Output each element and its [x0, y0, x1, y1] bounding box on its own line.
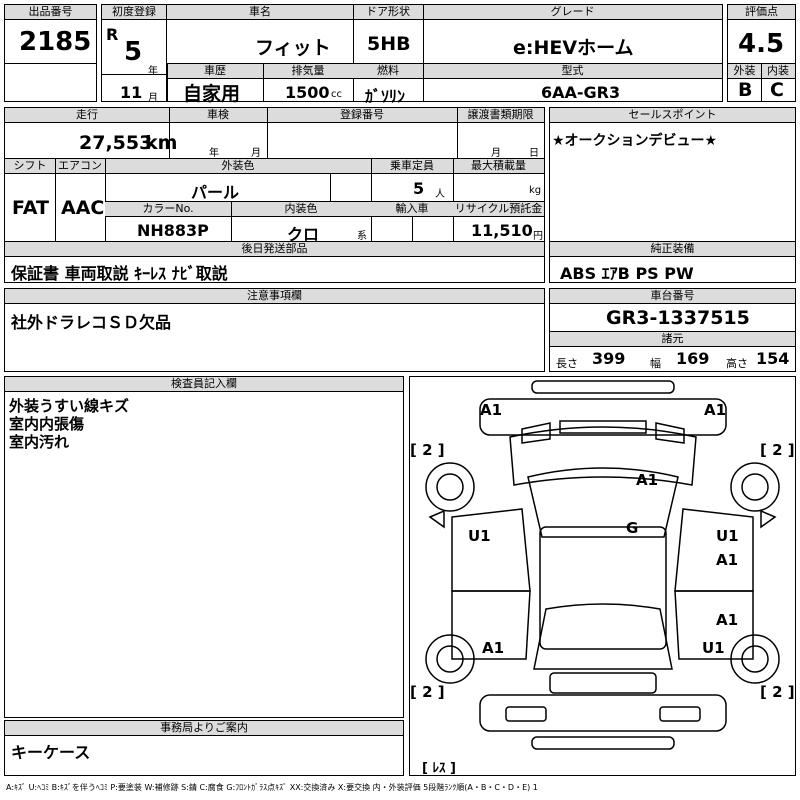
ext-color-label: 外装色 [105, 159, 371, 174]
later-parts: 保証書 車両取説 ｷｰﾚｽ ﾅﾋﾞ取説 [11, 264, 228, 283]
first-registration-label: 初度登録 [102, 5, 166, 20]
later-parts-box: 後日発送部品 保証書 車両取説 ｷｰﾚｽ ﾅﾋﾞ取説 [4, 241, 545, 283]
spec-width: 169 [676, 349, 710, 368]
mark-wheel-rr: [ 2 ] [760, 683, 795, 701]
import-label: 輸入車 [371, 202, 453, 217]
reg-year: 5 [124, 37, 143, 67]
shift-label: シフト [5, 159, 55, 174]
aircon: AAC [61, 197, 105, 219]
mark-door-left: U1 [468, 527, 491, 545]
lot-label: 出品番号 [5, 5, 96, 20]
displacement: 1500 [285, 83, 330, 102]
fuel-label: 燃料 [353, 64, 423, 79]
mark-door-right: U1 [716, 527, 739, 545]
chassis-label: 車台番号 [550, 289, 795, 304]
recycle-label: リサイクル預託金 [453, 202, 544, 217]
car-outline [425, 380, 780, 750]
spec-length: 399 [592, 349, 626, 368]
mileage-block: 走行 車検 登録番号 譲渡書類期限 27,553 km 年 月 月 日 [4, 107, 545, 159]
int-color-label: 内装色 [231, 202, 371, 217]
car-name-label: 車名 [167, 5, 353, 20]
plate-label: 登録番号 [267, 108, 457, 123]
inspector-line-1: 外装うすい線キズ [9, 397, 130, 415]
history-label: 車歴 [167, 64, 263, 79]
aircon-label: エアコン [55, 159, 105, 174]
history: 自家用 [183, 83, 241, 105]
genuine-equipment-box: 純正装備 ABS ｴｱB PS PW [549, 241, 796, 283]
chassis-number: GR3-1337515 [606, 307, 750, 329]
lot-box: 出品番号 2185 [4, 4, 97, 102]
max-load-label: 最大積載量 [453, 159, 544, 174]
mark-rear-left: A1 [482, 639, 505, 657]
model: 6AA-GR3 [541, 83, 621, 102]
caution-label: 注意事項欄 [5, 289, 544, 304]
shift: FAT [12, 197, 49, 219]
exterior-grade: B [738, 79, 753, 101]
caution-box: 注意事項欄 社外ドラレコＳＤ欠品 [4, 288, 545, 372]
mileage-label: 走行 [5, 108, 169, 123]
reg-month: 11 [120, 83, 143, 102]
door-type: 5HB [367, 33, 411, 55]
mark-hood: A1 [636, 471, 659, 489]
era: R [106, 25, 119, 44]
recycle: 11,510 [471, 221, 533, 240]
fuel: ｶﾞｿﾘﾝ [365, 87, 406, 106]
score-label: 評価点 [728, 5, 795, 20]
mark-wheel-fr: [ 2 ] [760, 441, 795, 459]
sales-point: ★オークションデビュー★ [552, 133, 718, 149]
mark-front-left: A1 [480, 401, 503, 419]
transfer-deadline-label: 譲渡書類期限 [457, 108, 544, 123]
inspector-box: 検査員記入欄 外装うすい線キズ 室内内張傷 室内汚れ [4, 376, 404, 718]
office-note: キーケース [11, 743, 91, 762]
model-label: 型式 [423, 64, 722, 79]
grade-label: グレード [423, 5, 722, 20]
mark-wheel-rl: [ 2 ] [410, 683, 445, 701]
sales-point-label: セールスポイント [550, 108, 795, 123]
car-block: 車名 ドア形状 グレード フィット 5HB e:HEVホーム 車歴 排気量 燃料… [166, 4, 723, 106]
spec-height: 154 [756, 349, 790, 368]
inspector-label: 検査員記入欄 [5, 377, 403, 392]
interior-grade: C [770, 79, 784, 101]
exterior-grade-label: 外装 [728, 64, 761, 79]
office-label: 事務局よりご案内 [5, 721, 403, 736]
chassis-box: 車台番号 GR3-1337515 諸元 長さ 399 幅 169 高さ 154 [549, 288, 796, 372]
capacity-label: 乗車定員 [371, 159, 453, 174]
ext-color: パール [191, 183, 240, 202]
mark-windshield: G [626, 519, 639, 537]
office-box: 事務局よりご案内 キーケース [4, 720, 404, 776]
door-label: ドア形状 [353, 5, 423, 20]
mark-wheel-fl: [ 2 ] [410, 441, 445, 459]
genuine-equipment: ABS ｴｱB PS PW [560, 264, 694, 283]
inspector-line-3: 室内汚れ [9, 433, 70, 451]
car-diagram: A1 A1 [ 2 ] [ 2 ] A1 G U1 U1 A1 A1 A1 U1… [409, 376, 796, 776]
first-registration-box: 初度登録 R 5 年 11 月 [101, 4, 167, 104]
mark-spare: [ ﾚｽ ] [422, 761, 456, 776]
mark-front-right: A1 [704, 401, 727, 419]
capacity: 5 [413, 179, 425, 198]
color-no-label: カラーNo. [105, 202, 231, 217]
mark-rear-right: U1 [702, 639, 725, 657]
interior-grade-label: 内装 [761, 64, 795, 79]
specs-label: 諸元 [550, 331, 795, 347]
mileage: 27,553 [79, 132, 153, 154]
mark-door-right-2: A1 [716, 551, 739, 569]
sales-point-box: セールスポイント ★オークションデビュー★ [549, 107, 796, 242]
spec-block: シフト エアコン 外装色 乗車定員 最大積載量 FAT AAC パール 5 人 … [4, 158, 545, 244]
later-parts-label: 後日発送部品 [5, 242, 544, 257]
inspector-line-2: 室内内張傷 [9, 415, 85, 433]
car-name: フィット [255, 37, 331, 59]
color-no: NH883P [137, 221, 209, 240]
score-box: 評価点 4.5 外装 内装 B C [727, 4, 796, 102]
int-color: クロ [287, 225, 320, 244]
inspection-label: 車検 [169, 108, 267, 123]
legend: A:ｷｽﾞ U:ﾍｺﾐ B:ｷｽﾞを伴うﾍｺﾐ P:要塗装 W:補修跡 S:錆 … [6, 783, 538, 792]
mark-rear-door-right: A1 [716, 611, 739, 629]
genuine-equipment-label: 純正装備 [550, 242, 795, 257]
displacement-label: 排気量 [263, 64, 353, 79]
lot-number: 2185 [19, 27, 92, 57]
score: 4.5 [738, 29, 785, 59]
grade: e:HEVホーム [513, 37, 634, 59]
caution: 社外ドラレコＳＤ欠品 [11, 313, 172, 332]
